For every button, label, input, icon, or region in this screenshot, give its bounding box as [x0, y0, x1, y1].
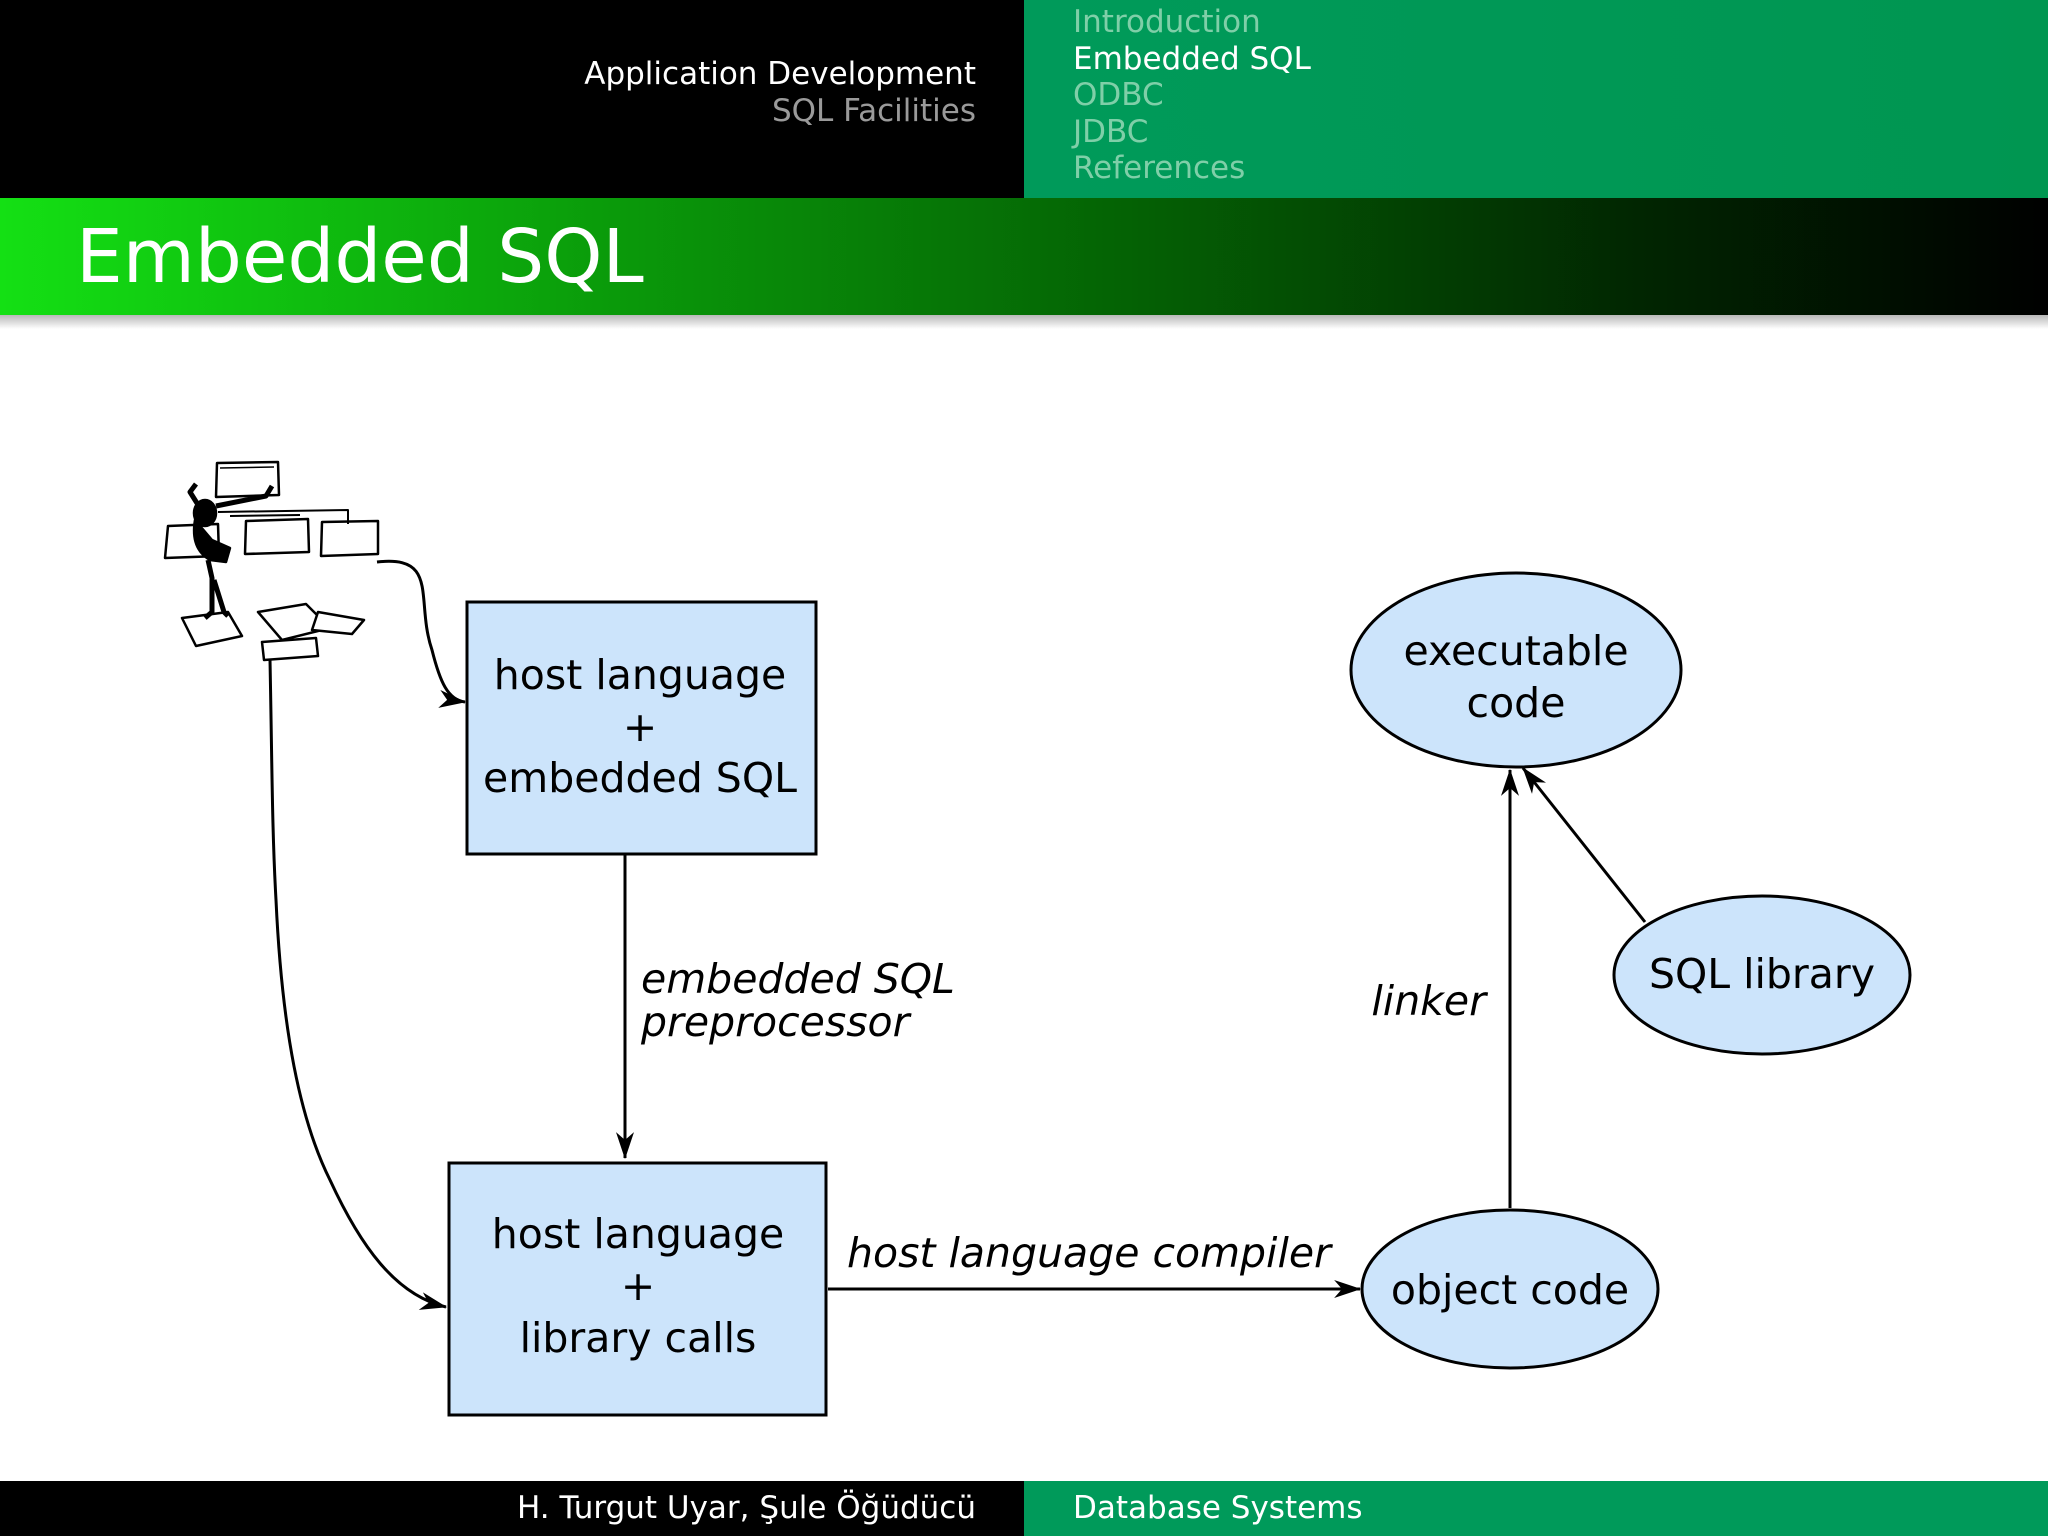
- arrow-sketch-to-library-calls: [268, 659, 448, 1310]
- nav-item-embedded-sql[interactable]: Embedded SQL: [1073, 40, 1311, 77]
- edge-label-compiler: host language compiler: [847, 1229, 1333, 1277]
- node-library-calls-line2: +: [621, 1262, 655, 1310]
- node-sql-library: SQL library: [1612, 894, 1912, 1056]
- node-source-line3: embedded SQL: [483, 754, 797, 802]
- node-executable-code-line1: executable: [1403, 627, 1628, 675]
- header-right-panel: Introduction Embedded SQL ODBC JDBC Refe…: [1024, 0, 2048, 198]
- slide-title-bar: Embedded SQL: [0, 198, 2048, 315]
- node-library-calls-line1: host language: [492, 1210, 784, 1258]
- node-sql-library-label: SQL library: [1649, 950, 1875, 998]
- header-left-panel: Application Development SQL Facilities: [0, 0, 1024, 198]
- node-object-code: object code: [1360, 1208, 1660, 1370]
- nav-item-references[interactable]: References: [1073, 150, 1246, 186]
- presentation-title: Application Development SQL Facilities: [584, 56, 976, 130]
- node-object-code-label: object code: [1391, 1266, 1629, 1314]
- node-executable-code: executable code: [1349, 571, 1683, 769]
- node-executable-code-line2: code: [1467, 679, 1566, 727]
- nav-item-odbc[interactable]: ODBC: [1073, 77, 1164, 113]
- footer-right-panel: Database Systems: [1024, 1481, 2048, 1536]
- edge-label-linker: linker: [1371, 977, 1488, 1025]
- edge-label-preprocessor-line1: embedded SQL: [641, 955, 955, 1003]
- arrow-sql-library-to-executable: [1521, 767, 1647, 923]
- footer-authors: H. Turgut Uyar, Şule Öğüdücü: [517, 1490, 976, 1526]
- edge-label-preprocessor-line2: preprocessor: [640, 998, 912, 1046]
- node-library-calls-line3: library calls: [520, 1314, 757, 1362]
- slide-title: Embedded SQL: [76, 214, 644, 300]
- nav-item-jdbc[interactable]: JDBC: [1073, 113, 1149, 150]
- header-title: Application Development: [584, 56, 976, 92]
- node-source: host language + embedded SQL: [465, 600, 818, 856]
- nav-item-introduction[interactable]: Introduction: [1073, 4, 1261, 40]
- arrow-sketch-to-source: [376, 559, 467, 708]
- footer-course: Database Systems: [1073, 1490, 1363, 1526]
- programmer-sketch-icon: [163, 460, 380, 662]
- footer-left-panel: H. Turgut Uyar, Şule Öğüdücü: [0, 1481, 1024, 1536]
- node-library-calls: host language + library calls: [447, 1161, 828, 1417]
- title-bar-shadow: [0, 315, 2048, 329]
- node-source-line2: +: [623, 703, 657, 751]
- header-subtitle: SQL Facilities: [771, 93, 976, 129]
- section-nav: Introduction Embedded SQL ODBC JDBC Refe…: [1073, 4, 1311, 187]
- node-source-line1: host language: [494, 651, 786, 699]
